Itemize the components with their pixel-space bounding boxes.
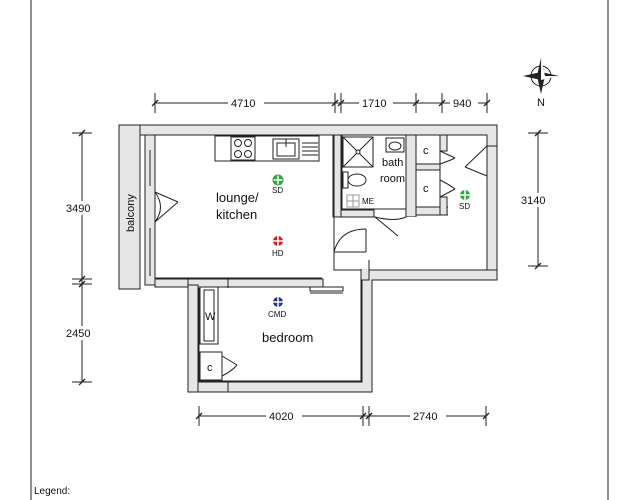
smoke-detector-hall-icon xyxy=(460,190,470,200)
kitchen-counter xyxy=(214,135,320,162)
room-label-balcony: balcony xyxy=(125,194,137,232)
closet-doors xyxy=(439,145,488,198)
washbasin-icon xyxy=(385,137,405,153)
sd-lounge-label: SD xyxy=(272,186,283,195)
bedroom-sliding-door xyxy=(309,286,344,294)
wall-outlines xyxy=(119,125,488,382)
dim-top-1: 4710 xyxy=(231,98,255,110)
dim-left-2: 2450 xyxy=(66,328,90,340)
balcony-window xyxy=(144,150,151,276)
carbon-monoxide-detector-icon xyxy=(273,297,283,307)
room-label-bath: bath xyxy=(382,157,403,169)
walls xyxy=(118,124,498,393)
smoke-detector-lounge-icon xyxy=(272,174,284,186)
toilet-icon xyxy=(342,171,367,189)
cmd-label: CMD xyxy=(268,310,286,319)
room-label-bathroom: room xyxy=(380,173,405,185)
stove-icon xyxy=(230,136,256,161)
meter-label: ME xyxy=(362,197,374,206)
bathroom-fixtures xyxy=(342,136,405,189)
wardrobe xyxy=(199,286,219,345)
hd-label: HD xyxy=(272,249,284,258)
closet-label-1: c xyxy=(423,145,429,157)
closet-label-2: c xyxy=(423,183,429,195)
heat-detector-icon xyxy=(273,236,283,246)
meter-icon xyxy=(346,194,360,208)
dim-top-2: 1710 xyxy=(362,98,386,110)
room-label-bedroom: bedroom xyxy=(262,330,313,345)
compass-icon xyxy=(523,58,559,94)
dim-bottom-1: 4020 xyxy=(269,411,293,423)
wardrobe-label: W xyxy=(205,311,216,323)
room-label-kitchen: kitchen xyxy=(216,207,257,222)
dimension-ticks xyxy=(78,99,542,420)
sink-icon xyxy=(272,138,300,160)
lounge-door xyxy=(333,228,367,253)
floor xyxy=(141,136,487,381)
sd-hall-label: SD xyxy=(459,202,470,211)
shower-icon xyxy=(342,136,374,168)
balcony-door xyxy=(154,191,179,223)
dim-top-3: 940 xyxy=(453,98,471,110)
bedroom-closet xyxy=(199,351,238,381)
dim-left-1: 3490 xyxy=(66,203,90,215)
room-label-lounge: lounge/ xyxy=(216,190,259,205)
legend-label: Legend: xyxy=(34,486,71,497)
bath-door xyxy=(374,216,407,237)
dim-bottom-2: 2740 xyxy=(413,411,437,423)
drainer-icon xyxy=(302,142,318,156)
closet-label-3: c xyxy=(207,362,213,374)
compass-north-label: N xyxy=(537,97,545,109)
dim-right: 3140 xyxy=(521,195,545,207)
